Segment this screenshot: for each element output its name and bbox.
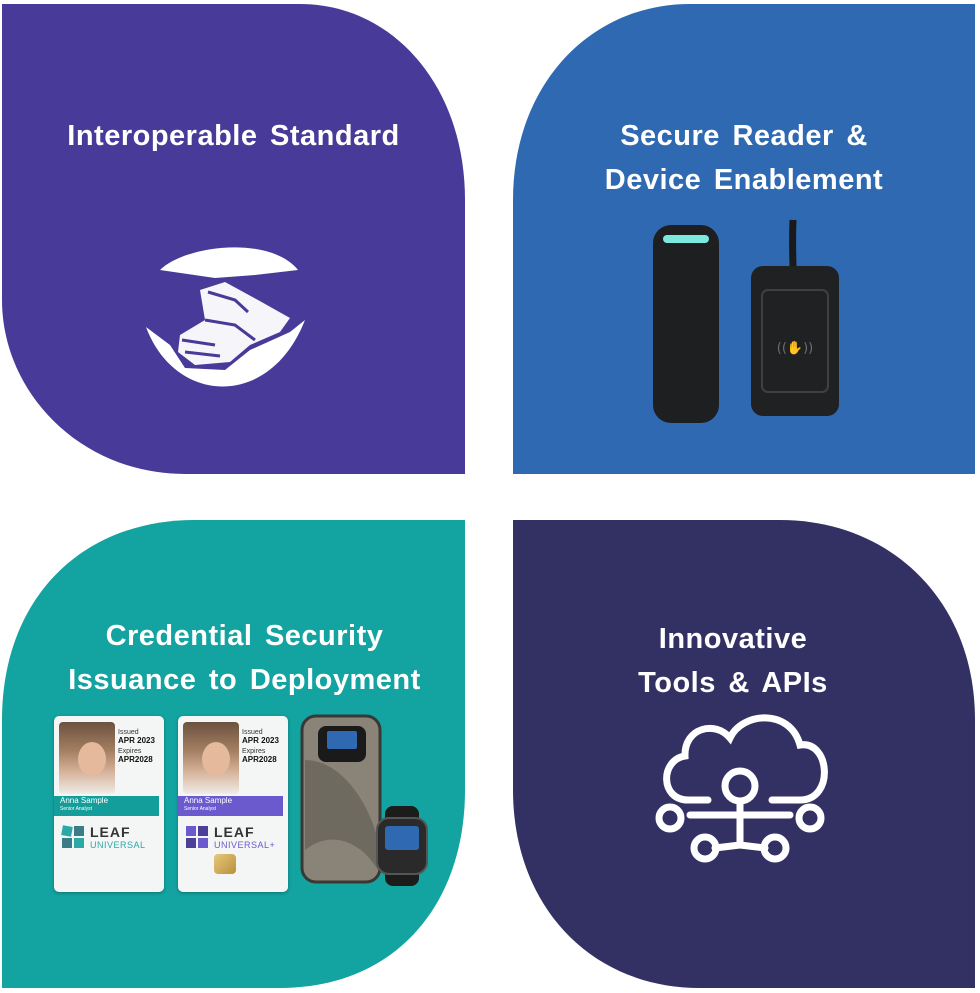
- quadrant-top-right: [513, 4, 975, 474]
- id-card-universal: Issued APR 2023 Expires APR2028 Anna Sam…: [54, 716, 164, 892]
- leaf-logo-icon: [61, 825, 84, 848]
- title-line: Tools & APIs: [638, 667, 828, 699]
- title-interoperable-standard: Interoperable Standard: [2, 114, 465, 158]
- smartphone: [300, 714, 382, 884]
- title-credential-security: Credential Security Issuance to Deployme…: [2, 614, 487, 702]
- card-photo: [183, 722, 239, 794]
- card-holder-name: Anna Sample: [184, 796, 233, 805]
- title-secure-reader: Secure Reader & Device Enablement: [513, 114, 975, 202]
- card-reader-desktop: ((✋)): [751, 219, 839, 416]
- title-line: Device Enablement: [604, 164, 884, 196]
- quadrant-bottom-right: [513, 520, 975, 988]
- cloud-network-icon: [655, 714, 828, 863]
- card-photo: [59, 722, 115, 794]
- card-brand: LEAF: [90, 824, 131, 840]
- card-brand: LEAF: [214, 824, 255, 840]
- title-line: Secure Reader &: [620, 120, 868, 152]
- card-product: UNIVERSAL+: [214, 840, 276, 850]
- id-card-universal-plus: Issued APR 2023 Expires APR2028 Anna Sam…: [178, 716, 288, 892]
- card-dates: Issued APR 2023 Expires APR2028: [118, 729, 155, 764]
- title-line: Innovative: [658, 623, 808, 655]
- card-name-bar: Anna Sample Senior Analyst: [54, 796, 159, 816]
- handshake-icon: [146, 247, 305, 387]
- leaf-logo-icon: [186, 826, 208, 848]
- card-product: UNIVERSAL: [90, 840, 146, 850]
- smart-chip-icon: [214, 854, 236, 874]
- card-reader-slim: [653, 225, 719, 423]
- svg-text:((✋)): ((✋)): [777, 340, 813, 356]
- smartwatch: [376, 806, 428, 886]
- card-holder-role: Senior Analyst: [184, 806, 216, 812]
- quadrant-top-left: [2, 4, 465, 474]
- card-dates: Issued APR 2023 Expires APR2028: [242, 729, 279, 764]
- title-line: Credential Security: [105, 620, 384, 652]
- card-holder-name: Anna Sample: [60, 796, 109, 805]
- card-name-bar: Anna Sample Senior Analyst: [178, 796, 283, 816]
- card-holder-role: Senior Analyst: [60, 806, 92, 812]
- title-line: Interoperable Standard: [67, 120, 400, 152]
- title-innovative-tools: Innovative Tools & APIs: [513, 617, 953, 705]
- title-line: Issuance to Deployment: [68, 664, 421, 696]
